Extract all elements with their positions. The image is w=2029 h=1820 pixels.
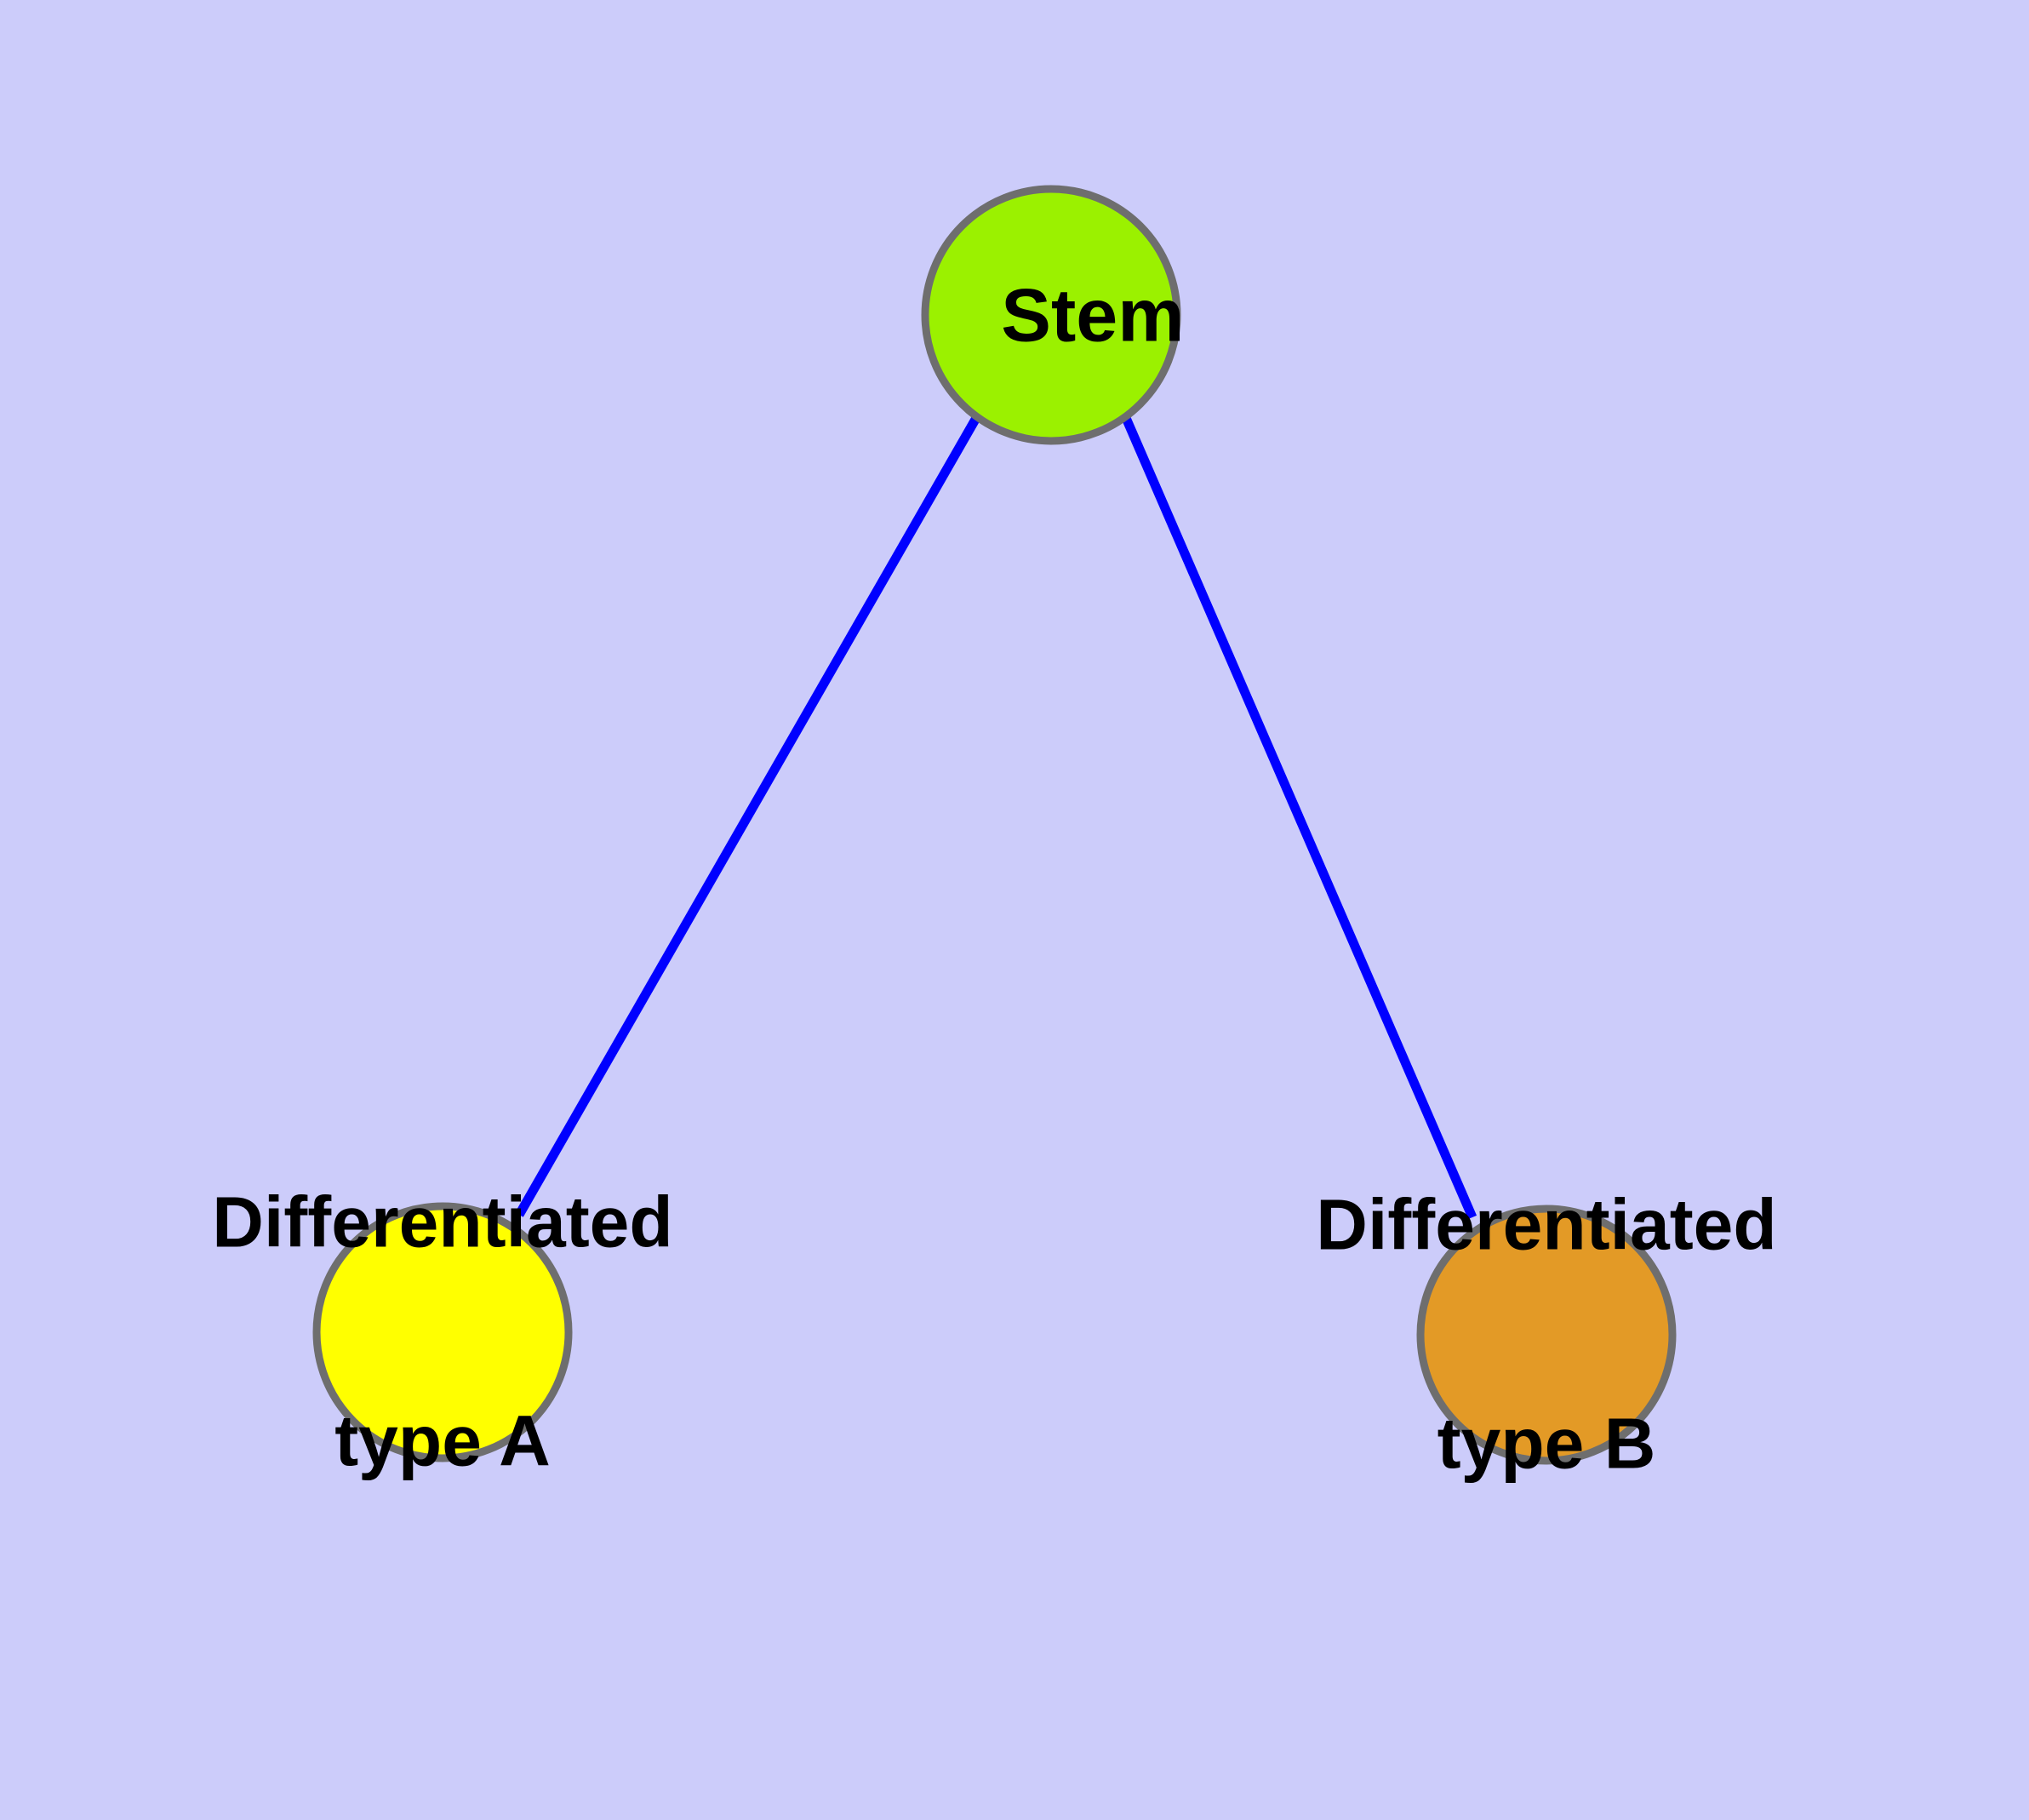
edge-stem-to-differentiated-b[interactable] xyxy=(1121,415,1477,1220)
node-circle-stem[interactable] xyxy=(921,185,1181,445)
node-circle-differentiated-a[interactable] xyxy=(312,1202,573,1462)
edge-layer xyxy=(515,415,1477,1220)
node-layer xyxy=(312,185,1677,1465)
edge-stem-to-differentiated-a[interactable] xyxy=(515,415,980,1217)
node-circle-differentiated-b[interactable] xyxy=(1416,1205,1677,1465)
